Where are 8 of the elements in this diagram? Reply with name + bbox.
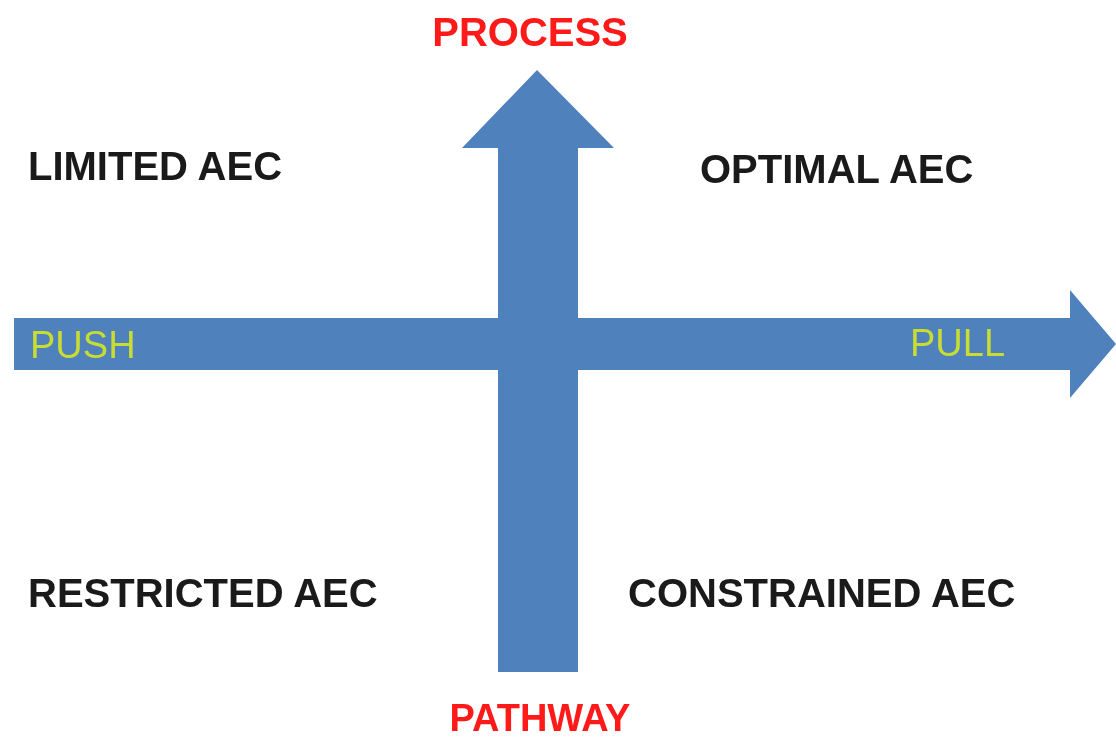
quadrant-label: RESTRICTED AEC (28, 573, 378, 613)
axis-label: PUSH (30, 326, 136, 364)
axis-label: PROCESS (432, 12, 628, 52)
quadrant-label: LIMITED AEC (28, 146, 283, 186)
quadrant-label: CONSTRAINED AEC (628, 573, 1016, 613)
axis-label: PATHWAY (449, 699, 631, 737)
axis-label: PULL (910, 324, 1006, 362)
quadrant-label: OPTIMAL AEC (700, 149, 974, 189)
